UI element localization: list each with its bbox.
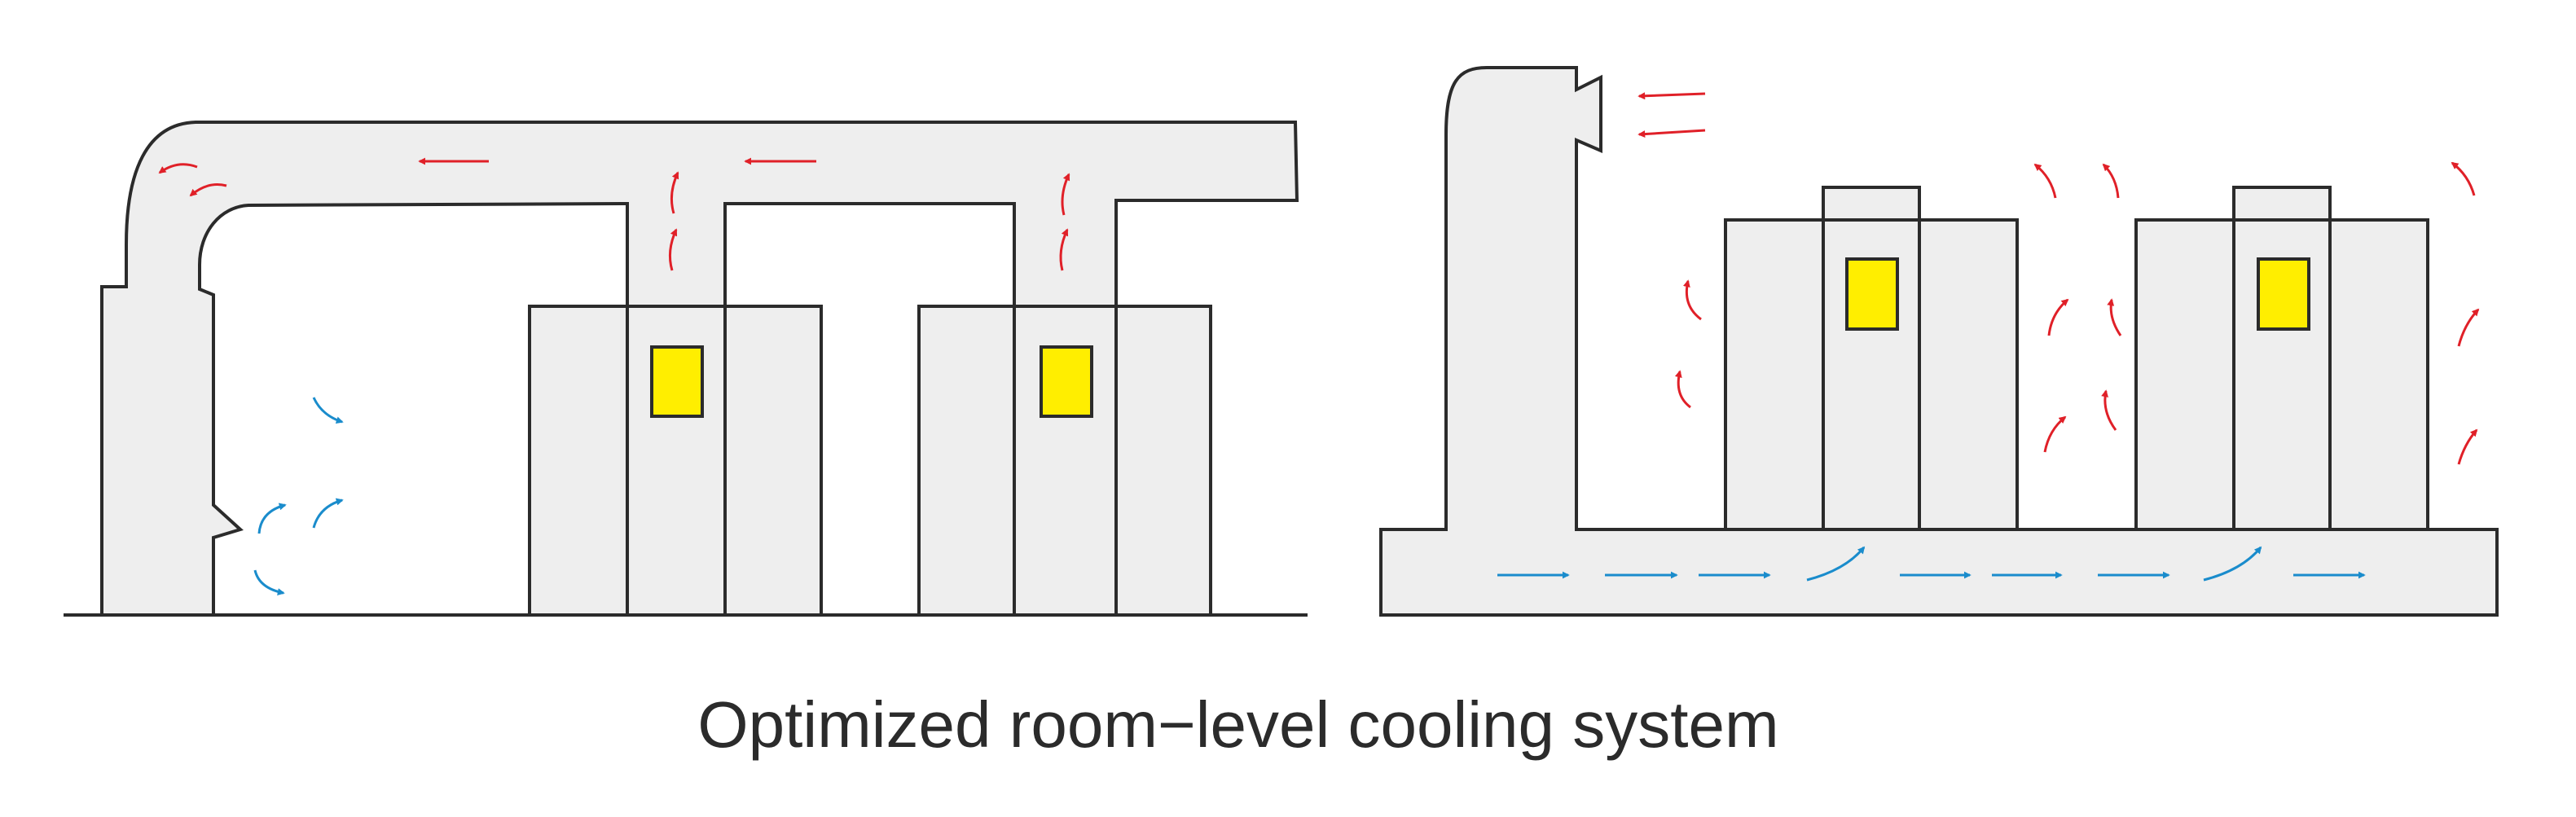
red-arrow-icon xyxy=(158,163,198,174)
red-arrow-icon xyxy=(1637,92,1706,100)
hot-air-flow xyxy=(1637,92,2480,465)
blue-arrow-icon xyxy=(312,397,344,424)
red-arrow-icon xyxy=(189,183,227,197)
cool-air-flow xyxy=(253,397,344,595)
indicator-panel xyxy=(1845,257,1899,331)
server-rack-4 xyxy=(2134,186,2429,531)
red-arrow-icon xyxy=(1061,173,1070,216)
right-diagram xyxy=(1379,66,2499,617)
server-rack-3 xyxy=(1724,186,2019,531)
red-arrow-icon xyxy=(2451,161,2476,196)
blue-arrow-icon xyxy=(2203,546,2262,582)
red-arrow-icon xyxy=(1674,370,1691,409)
red-arrow-icon xyxy=(1682,279,1702,321)
red-arrow-icon xyxy=(670,171,679,214)
indicator-panel xyxy=(650,345,704,418)
indicator-panel xyxy=(2257,257,2310,331)
hot-air-flow xyxy=(158,157,1070,271)
indicator-panel xyxy=(1040,345,1093,418)
red-arrow-icon xyxy=(2107,298,2122,336)
red-arrow-icon xyxy=(1637,129,1706,138)
red-arrow-icon xyxy=(2101,389,2117,431)
blue-arrow-icon xyxy=(312,498,344,529)
red-arrow-icon xyxy=(668,228,678,271)
air-handler-and-raised-floor xyxy=(1379,66,2499,617)
red-arrow-icon xyxy=(2457,428,2478,465)
red-arrow-icon xyxy=(2043,415,2067,453)
server-rack-2 xyxy=(917,305,1212,617)
blue-arrow-icon xyxy=(257,503,287,534)
diagram-caption: Optimized room−level cooling system xyxy=(697,688,1779,761)
red-arrow-icon xyxy=(2047,298,2069,336)
red-arrow-icon xyxy=(2457,308,2480,347)
return-air-duct xyxy=(100,121,1299,617)
blue-arrow-icon xyxy=(1806,546,1866,582)
red-arrow-icon xyxy=(2102,163,2120,199)
server-rack-1 xyxy=(528,305,823,617)
blue-arrow-icon xyxy=(253,569,285,595)
left-diagram xyxy=(64,121,1308,617)
red-arrow-icon xyxy=(2033,163,2057,199)
cool-air-flow xyxy=(1497,546,2366,582)
red-arrow-icon xyxy=(1059,228,1069,271)
